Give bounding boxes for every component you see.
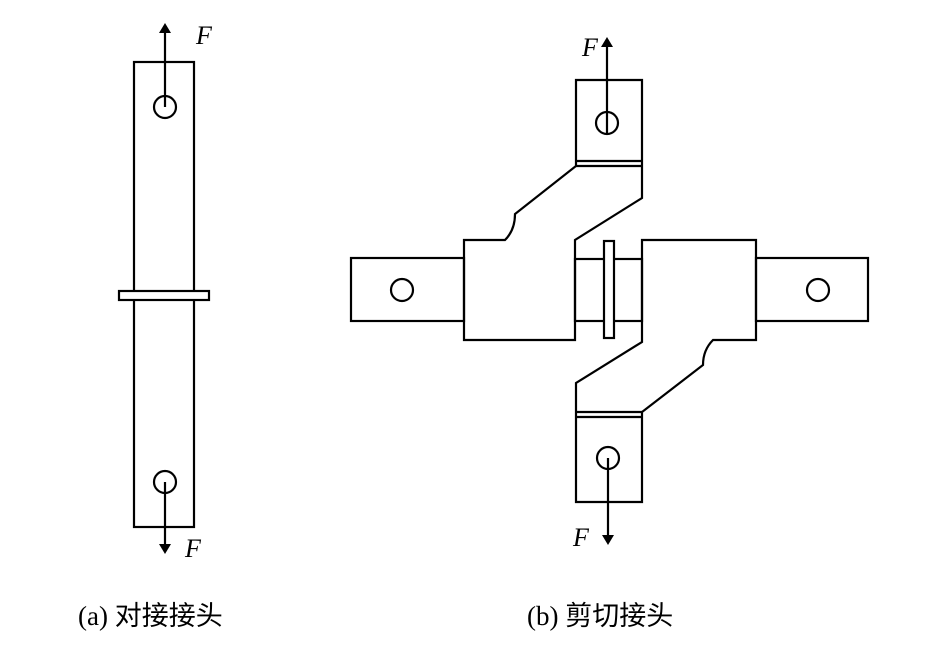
weld-seam	[117, 289, 211, 302]
right-tab-hole	[805, 277, 831, 303]
left-tab	[349, 256, 466, 323]
caption-butt-joint: (a) 对接接头	[78, 601, 223, 631]
left-tab-hole	[389, 277, 415, 303]
force-label-bottom: F	[184, 534, 202, 563]
butt-joint: F F	[117, 21, 213, 563]
force-label-top: F	[581, 33, 599, 62]
center-plate	[602, 239, 616, 340]
caption-shear-joint: (b) 剪切接头	[527, 601, 674, 631]
force-label-top: F	[195, 21, 213, 50]
upper-left-member	[462, 78, 644, 342]
force-label-bottom: F	[572, 523, 590, 552]
right-tab	[754, 256, 870, 323]
lower-right-member	[574, 238, 758, 504]
shear-joint: F F	[349, 33, 870, 552]
